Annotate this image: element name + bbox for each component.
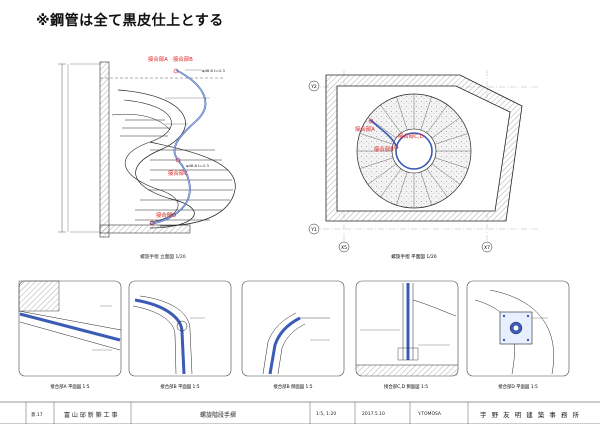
plan-tread-line: [380, 168, 402, 198]
detail-joint-d-plan: 接合部D 平面図 1:5: [466, 280, 570, 390]
plan-tread-line: [431, 163, 461, 185]
plan-tread-line: [420, 96, 432, 131]
detail-title-3: 接合部B 側面図 1:5: [273, 383, 312, 390]
detail-panels: 接合部A 平面図 1:5 接合部B 平面図 1:5 接合部B 側面図 1:5: [18, 280, 570, 390]
plan-tread-line: [431, 117, 461, 139]
drawn-by: Y.TOMOSA: [418, 412, 442, 417]
plan-tread-line: [426, 104, 448, 134]
grid-bubble-x5: [338, 241, 350, 253]
plan-tread-line: [367, 117, 397, 139]
plan-joint-cd-label: 接合部C,D: [398, 132, 424, 140]
plan-joint-marker: [368, 118, 374, 124]
detail-joint-b-side: 接合部B 側面図 1:5: [241, 280, 345, 390]
plan-joint-b-label: 接合部B: [374, 145, 394, 153]
title-block-text: 意.17 富 山 邸 新 築 工 事 螺旋階段手摺 1:5, 1:20 2017…: [0, 403, 600, 424]
elevation-drawing: 接合部A 接合部B 接合部C 接合部D φ48.6 t=2.3 φ48.6 t=…: [58, 55, 236, 260]
plan-drawing: 接合部A 接合部B 接合部C,D Y2 Y1 X5 X7 螺旋手摺 平面図 1/…: [308, 70, 540, 260]
drawing-date: 2017.5.10: [362, 412, 385, 417]
title-block: [0, 401, 600, 424]
elevation-joint-c-label: 接合部C: [168, 169, 188, 177]
plan-joint-marker: [393, 144, 399, 150]
elevation-callout-2: φ48.6 t=2.3: [186, 163, 209, 168]
plan-tread-line: [359, 157, 394, 169]
plan-treads: [357, 94, 471, 208]
drawing-scale: 1:5, 1:20: [316, 412, 337, 417]
plan-tread-line: [396, 171, 408, 206]
elevation-title: 螺旋手摺 立面図 1/20: [140, 253, 185, 260]
detail-title-4: 接合部C,D 側面図 1:5: [384, 383, 428, 390]
detail-title-5: 接合部D 平面図 1:5: [498, 383, 538, 390]
plan-tread-line: [359, 133, 394, 145]
plan-tread-line: [426, 168, 448, 198]
detail-joint-b-plan: 接合部B 平面図 1:5: [128, 280, 232, 390]
elevation-callout: φ48.6 t=2.3: [202, 68, 225, 73]
grid-label-y1: Y1: [310, 227, 317, 233]
grid-bubble-x7: [481, 241, 493, 253]
plan-joint-a-label: 接合部A: [355, 125, 375, 133]
detail-title-2: 接合部B 平面図 1:5: [160, 383, 199, 390]
elevation-joint-a-label: 接合部A: [148, 55, 168, 63]
sheet-number: 意.17: [31, 413, 43, 418]
drawing-title: 螺旋階段手摺: [200, 412, 237, 419]
sheet-note: ※鋼管は全て黒皮仕上とする: [36, 13, 224, 29]
plan-title: 螺旋手摺 平面図 1/20: [391, 253, 436, 260]
detail-joint-a-plan: 接合部A 平面図 1:5: [18, 280, 122, 390]
elevation-joint-d-label: 接合部D: [156, 211, 176, 219]
plan-tread-line: [434, 157, 469, 169]
plan-tread-line: [420, 171, 432, 206]
plan-tread-line: [367, 163, 397, 185]
grid-label-x5: X5: [341, 245, 347, 251]
project-name: 富 山 邸 新 築 工 事: [64, 412, 118, 419]
elevation-joint-b-label: 接合部B: [173, 55, 193, 63]
grid-bubble-y1: [308, 223, 320, 235]
elevation-joint-marker: [175, 157, 181, 163]
grid-label-x7: X7: [484, 245, 490, 251]
plan-tread-line: [396, 96, 408, 131]
elevation-joint-marker: [173, 68, 179, 74]
plan-tread-line: [380, 104, 402, 134]
elevation-joint-marker: [149, 220, 155, 226]
grid-bubble-y2: [308, 80, 320, 92]
detail-title-1: 接合部A 平面図 1:5: [50, 383, 89, 390]
detail-joint-cd-side: 接合部C,D 側面図 1:5: [355, 280, 459, 390]
grid-label-y2: Y2: [310, 84, 317, 90]
plan-tread-line: [434, 133, 469, 145]
firm-name: 宇 野 友 明 建 築 事 務 所: [480, 411, 581, 419]
